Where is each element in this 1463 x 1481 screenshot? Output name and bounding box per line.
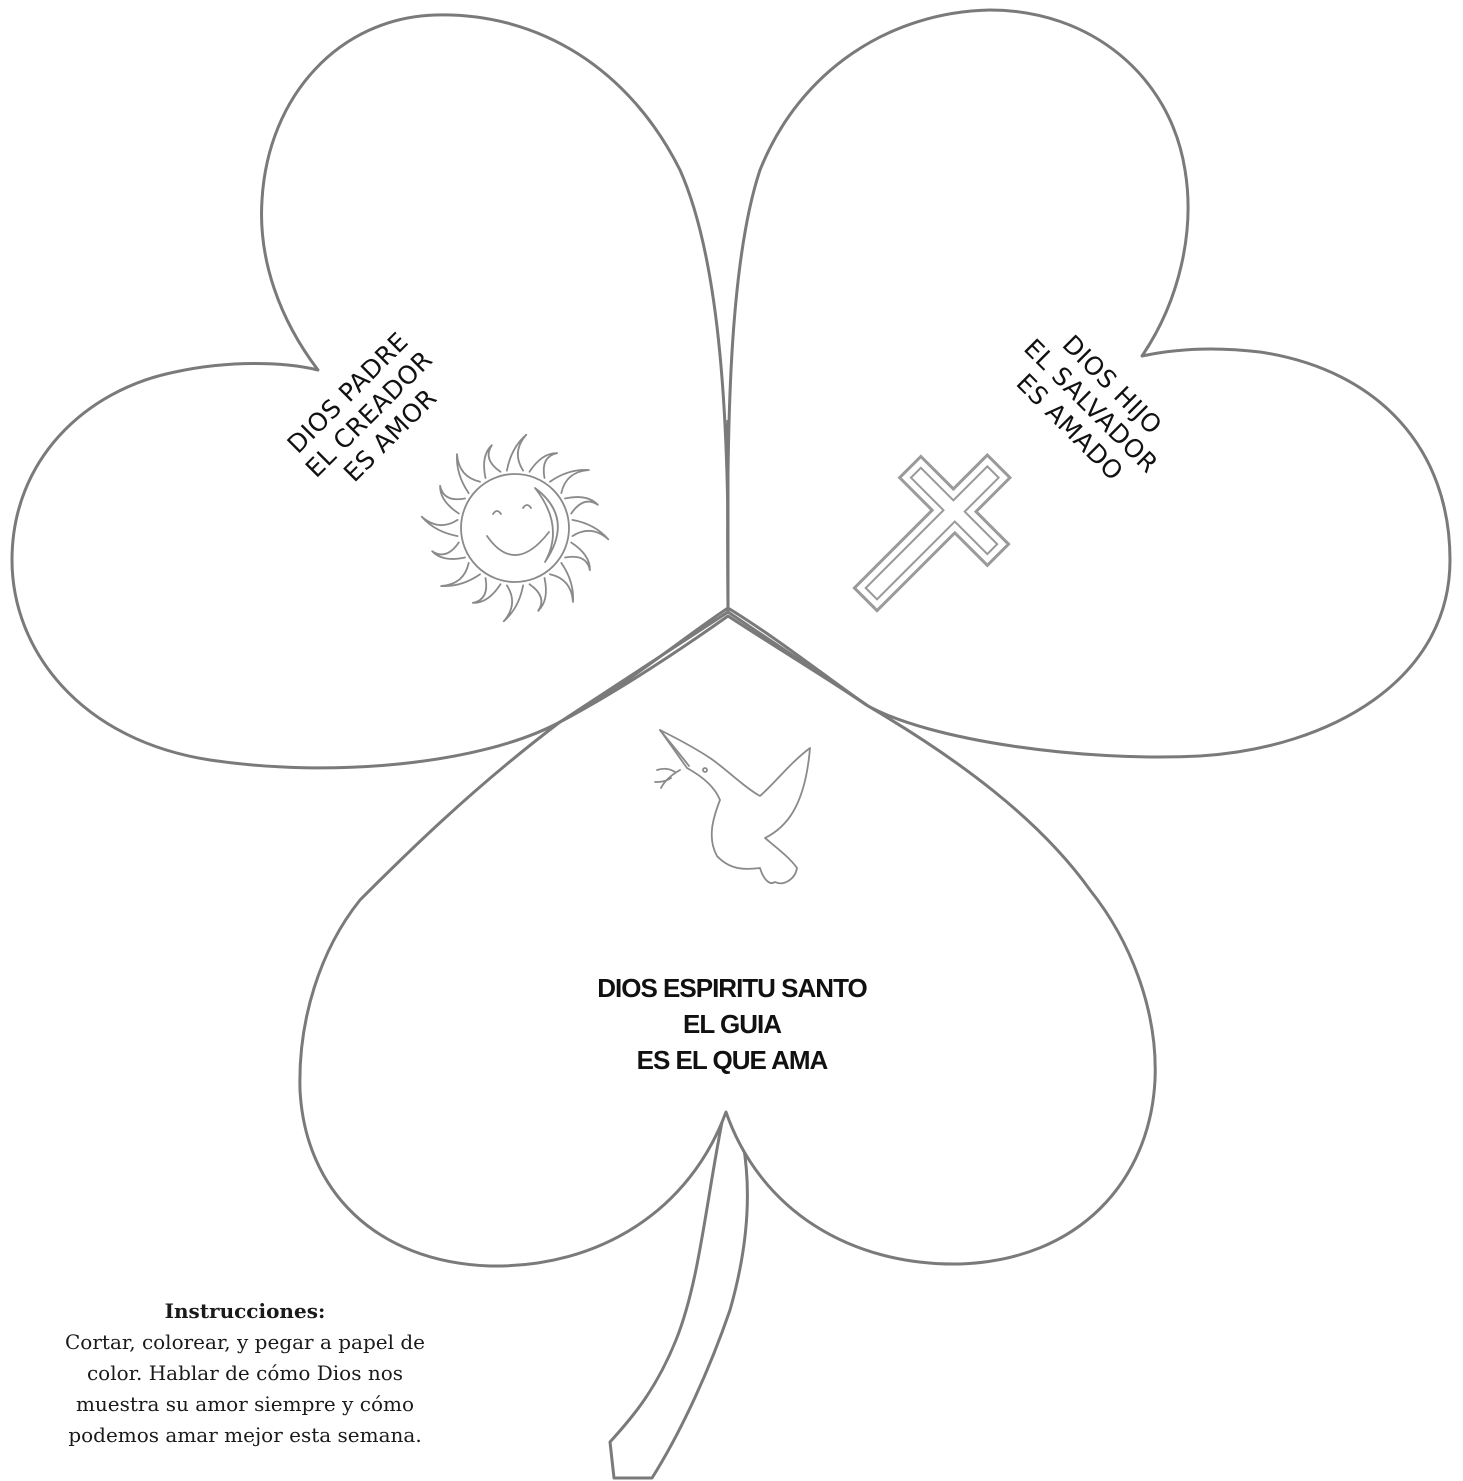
instructions-line-2: color. Hablar de cómo Dios nos (14, 1358, 476, 1389)
bottom-leaf-line-3: ES EL QUE AMA (637, 1045, 829, 1075)
instructions-line-1: Cortar, colorear, y pegar a papel de (14, 1327, 476, 1358)
instructions-line-4: podemos amar mejor esta semana. (14, 1420, 476, 1451)
bottom-leaf-line-2: EL GUIA (683, 1009, 782, 1039)
instructions-title: Instrucciones: (14, 1296, 476, 1327)
instructions-block: Instrucciones: Cortar, colorear, y pegar… (14, 1296, 476, 1451)
bottom-leaf-line-1: DIOS ESPIRITU SANTO (597, 973, 867, 1003)
instructions-line-3: muestra su amor siempre y cómo (14, 1389, 476, 1420)
